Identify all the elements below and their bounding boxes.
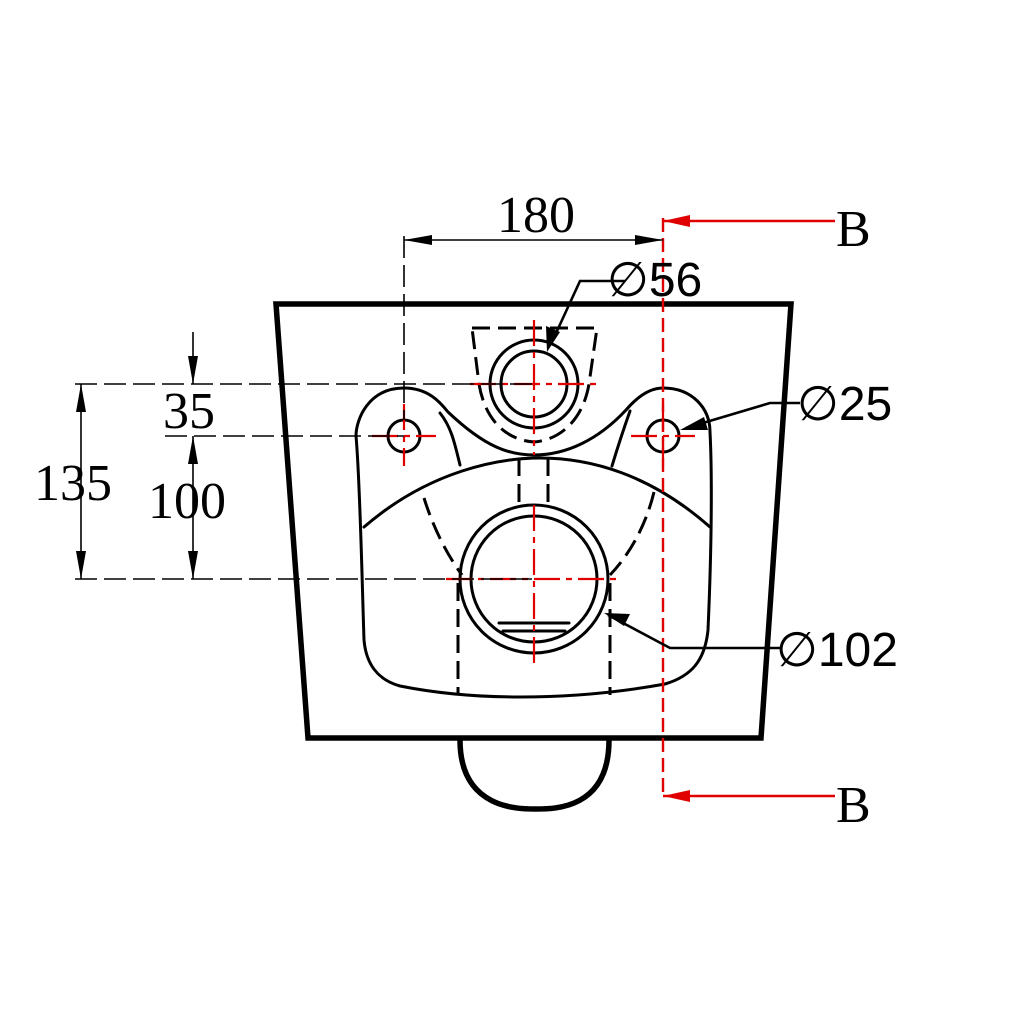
- leader-25: [685, 401, 800, 430]
- dim-text-dia56: ∅56: [607, 254, 702, 307]
- dim-arrow-135-bottom: [76, 551, 86, 579]
- toilet-bottom-bulge: [457, 739, 612, 812]
- dim-text-100: 100: [148, 473, 226, 530]
- rim-arch: [362, 456, 712, 529]
- dim-text-35: 35: [163, 383, 215, 440]
- dim-text-180: 180: [497, 187, 575, 244]
- leader-arrow-25: [680, 417, 708, 430]
- dashed-arch-left: [422, 497, 464, 576]
- inner-basin-outline: [354, 386, 713, 699]
- center-lines: [372, 320, 695, 668]
- leader-56: [549, 279, 625, 345]
- section-label-bottom: B: [836, 777, 871, 834]
- leader-arrow-102: [604, 613, 630, 626]
- dim-arrow-135-top: [76, 384, 86, 412]
- toilet-body-outline: [273, 301, 794, 741]
- dim-arrow-100-top: [188, 436, 198, 464]
- dashed-arch-right: [608, 491, 656, 577]
- basin-divider-left: [438, 411, 462, 467]
- section-top-arrow: [663, 215, 690, 227]
- dim-arrow-180-right: [635, 235, 663, 245]
- dim-arrow-100-bottom: [188, 551, 198, 579]
- dim-arrow-35: [188, 356, 198, 384]
- dim-arrow-180-left: [404, 235, 432, 245]
- leader-arrow-56: [546, 326, 560, 352]
- basin-divider-right: [610, 409, 632, 468]
- dim-text-dia102: ∅102: [776, 624, 898, 677]
- dim-text-dia25: ∅25: [797, 378, 892, 431]
- section-label-top: B: [836, 201, 871, 258]
- dim-text-135: 135: [34, 455, 112, 512]
- section-bottom-arrow: [663, 790, 690, 802]
- leader-102: [607, 613, 780, 650]
